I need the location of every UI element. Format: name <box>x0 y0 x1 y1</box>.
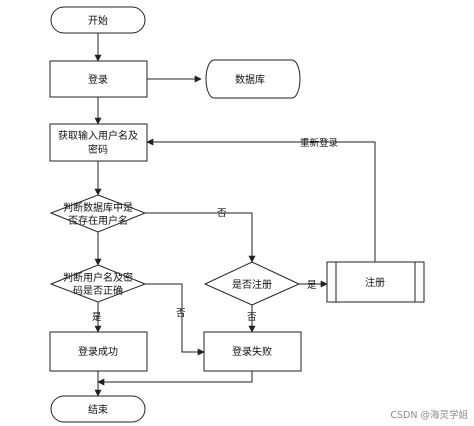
node-get-input: 获取输入用户名及 密码 <box>49 123 148 162</box>
node-check-pwd-label-1: 判断用户名及密 <box>63 271 133 284</box>
node-login-success: 登录成功 <box>49 331 148 372</box>
edge-check-exist-register-q <box>145 212 256 263</box>
edge-fail-end <box>97 371 253 386</box>
edges <box>94 33 376 397</box>
node-check-pwd-label-2: 码是否正确 <box>73 284 123 297</box>
edge-register-relogin <box>146 138 376 262</box>
node-database: 数据库 <box>205 59 301 99</box>
node-login: 登录 <box>49 60 148 98</box>
node-check-exist-label-1: 判断数据库中是 <box>63 201 133 214</box>
node-check-exist: 判断数据库中是 否存在用户名 <box>49 194 147 233</box>
node-register: 注册 <box>326 261 425 303</box>
node-register-q-label: 是否注册 <box>232 278 272 291</box>
node-check-exist-label-2: 否存在用户名 <box>68 214 128 227</box>
node-login-fail: 登录失败 <box>203 331 302 372</box>
node-login-fail-label: 登录失败 <box>232 345 272 358</box>
node-end-label: 结束 <box>88 403 108 416</box>
node-end: 结束 <box>50 395 146 423</box>
edge-label-no-register: 否 <box>247 312 257 323</box>
node-get-input-label-1: 获取输入用户名及 <box>58 129 138 142</box>
node-check-pwd: 判断用户名及密 码是否正确 <box>49 264 147 303</box>
edge-label-yes-pwd: 是 <box>92 312 102 323</box>
node-get-input-label-2: 密码 <box>88 143 108 156</box>
node-login-success-label: 登录成功 <box>78 345 118 358</box>
watermark: CSDN @海灵学姐 <box>390 409 468 421</box>
edge-label-no-pwd: 否 <box>176 308 186 319</box>
node-login-label: 登录 <box>88 73 108 86</box>
node-start-label: 开始 <box>88 14 108 27</box>
edge-label-relogin: 重新登录 <box>300 137 339 149</box>
node-start: 开始 <box>50 6 146 34</box>
node-register-q: 是否注册 <box>203 261 301 306</box>
edge-label-yes-register: 是 <box>307 280 317 291</box>
edge-label-no-1: 否 <box>217 208 227 219</box>
node-database-label: 数据库 <box>235 73 265 86</box>
node-register-label: 注册 <box>365 276 385 289</box>
edge-check-pwd-fail <box>145 283 205 356</box>
